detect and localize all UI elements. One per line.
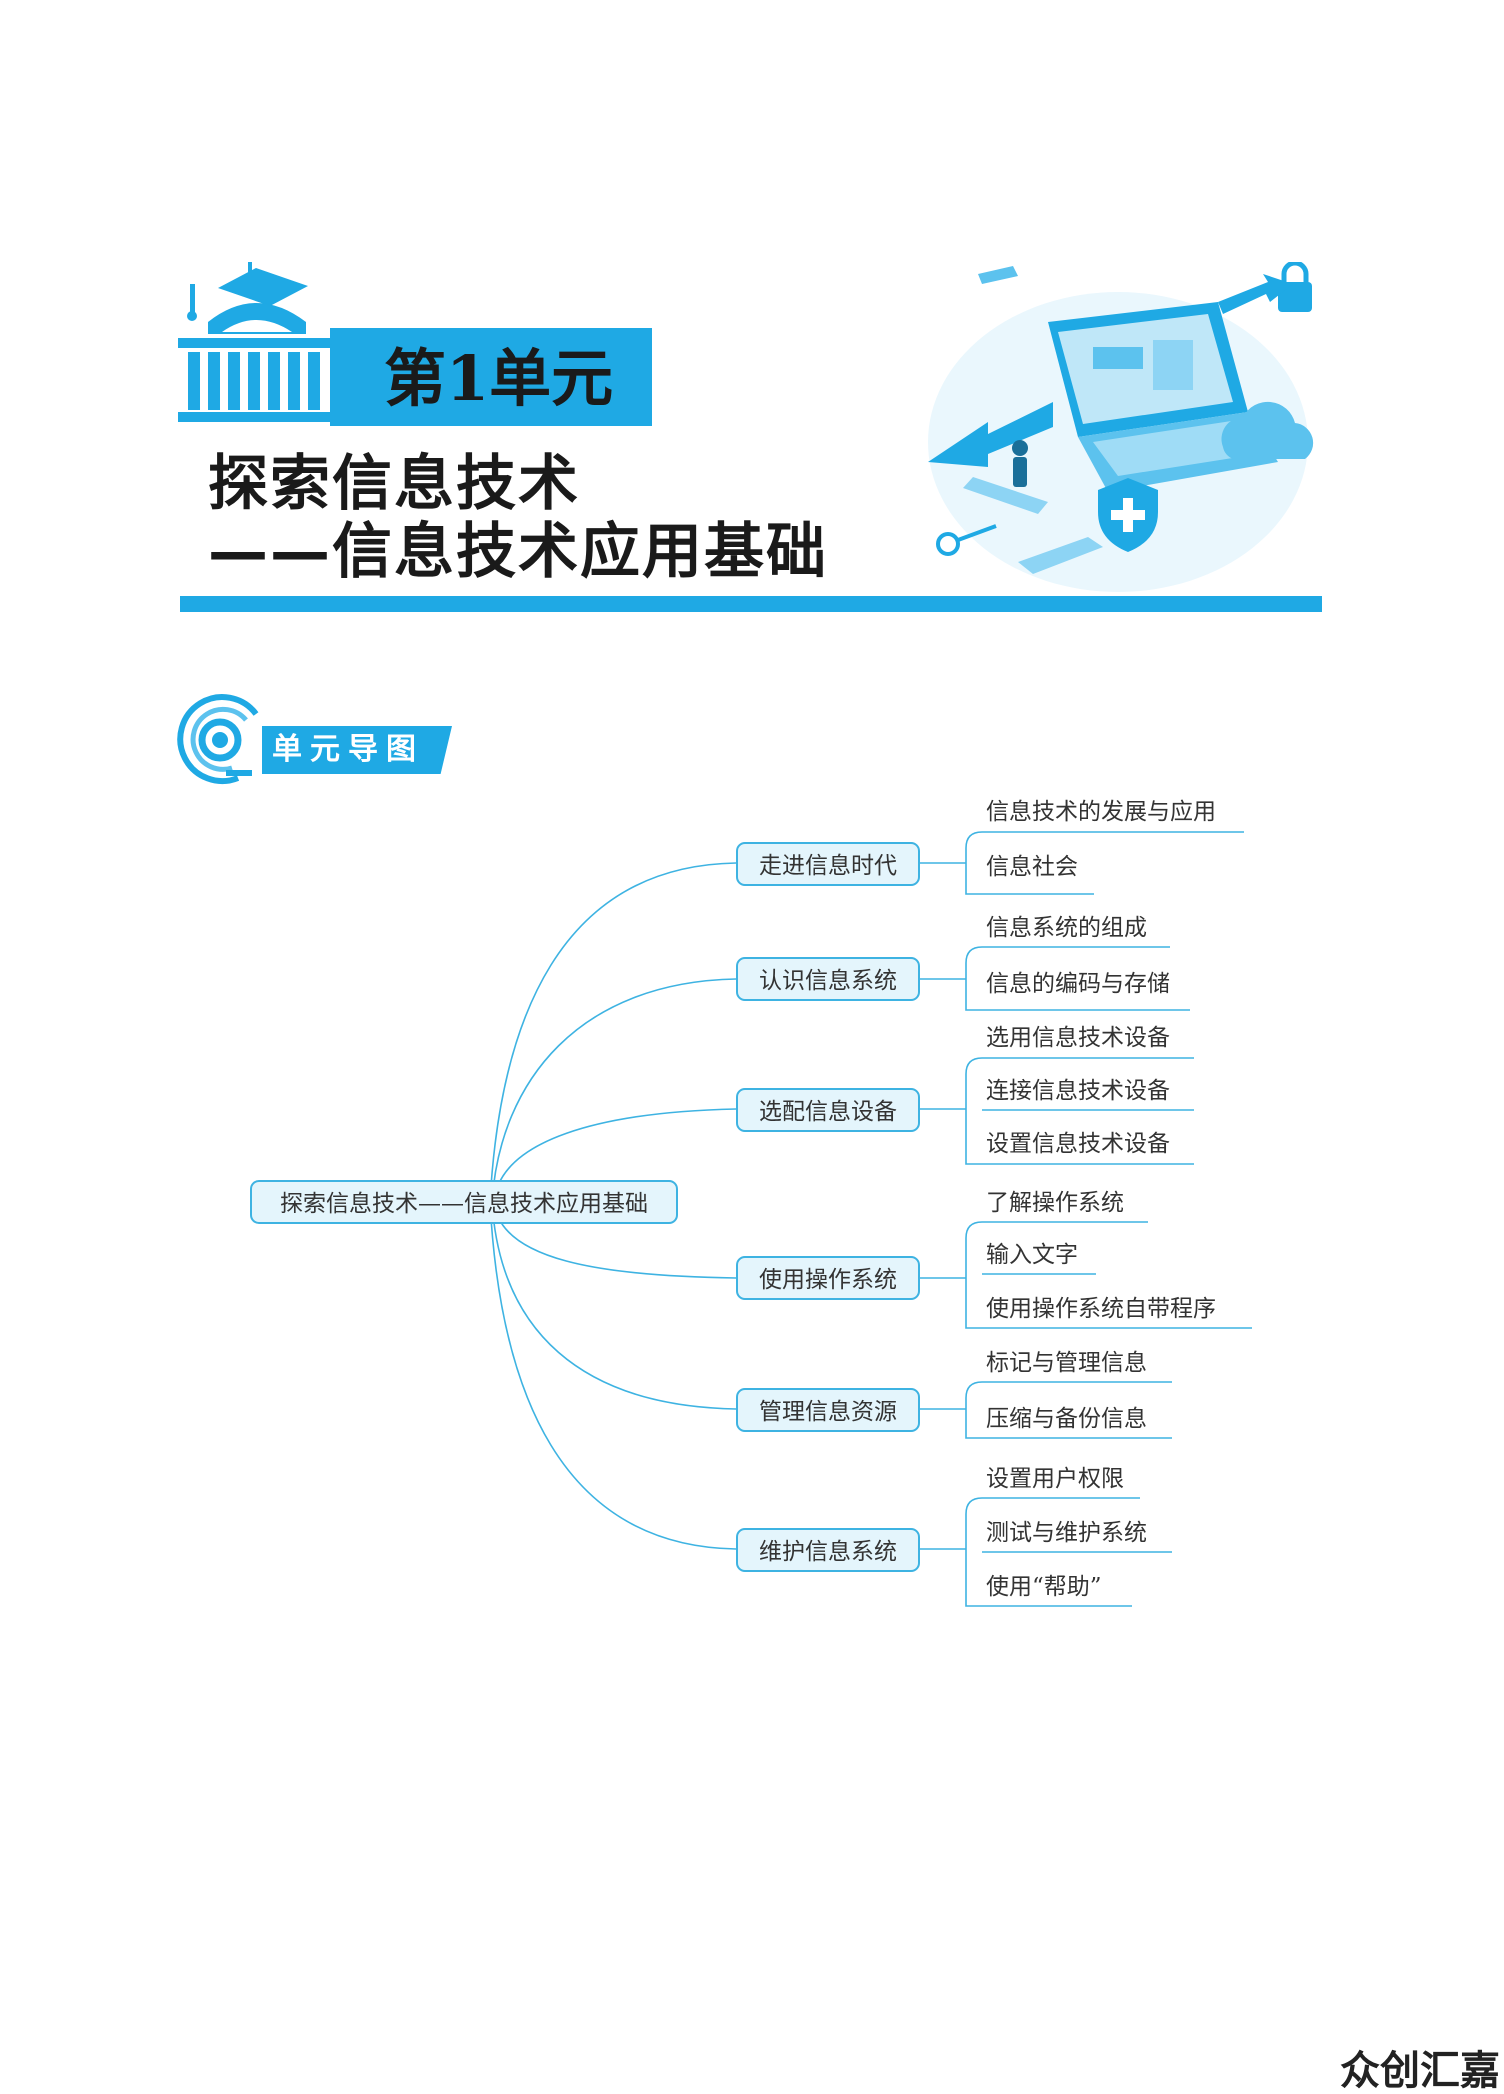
mindmap-root-node: 探索信息技术——信息技术应用基础 — [250, 1180, 678, 1224]
leaf-2-1: 信息系统的组成 — [986, 915, 1147, 941]
section-label: 单元导图 — [272, 732, 424, 767]
leaf-bracket-1 — [920, 831, 983, 895]
leaf-3-2: 连接信息技术设备 — [986, 1078, 1170, 1104]
leaf-bracket-3 — [920, 1057, 983, 1165]
section-banner — [262, 726, 452, 774]
building-icon — [178, 262, 334, 422]
section-emblem-icon — [177, 694, 259, 785]
leaf-bracket-4 — [920, 1221, 983, 1329]
leaf-bracket-5 — [920, 1381, 983, 1439]
unit-title-line-1: 探索信息技术 — [208, 449, 580, 519]
connector-root-6 — [489, 1201, 737, 1550]
leaf-bracket-2 — [920, 946, 983, 1011]
leaf-3-3: 设置信息技术设备 — [986, 1131, 1170, 1157]
leaf-4-3: 使用操作系统自带程序 — [986, 1296, 1216, 1322]
leaf-1-1: 信息技术的发展与应用 — [986, 799, 1216, 825]
leaf-3-1: 选用信息技术设备 — [986, 1025, 1170, 1051]
leaf-6-2: 测试与维护系统 — [986, 1520, 1147, 1546]
header-rule — [180, 596, 1322, 612]
branch-node-5: 管理信息资源 — [736, 1388, 920, 1432]
connector-root-2 — [491, 978, 737, 1203]
leaf-2-2: 信息的编码与存储 — [986, 971, 1170, 997]
watermark: 众创汇嘉 — [1340, 2048, 1500, 2094]
branch-node-6: 维护信息系统 — [736, 1528, 920, 1572]
connector-root-1 — [489, 862, 737, 1203]
branch-node-1: 走进信息时代 — [736, 842, 920, 886]
unit-title-line-2: ——信息技术应用基础 — [208, 517, 828, 587]
leaf-5-2: 压缩与备份信息 — [986, 1406, 1147, 1432]
connector-root-3 — [493, 1108, 737, 1203]
leaf-4-2: 输入文字 — [986, 1242, 1078, 1268]
unit-banner — [330, 328, 652, 426]
tech-illustration — [928, 262, 1314, 592]
leaf-6-1: 设置用户权限 — [986, 1466, 1124, 1492]
leaf-4-1: 了解操作系统 — [986, 1190, 1124, 1216]
connector-root-5 — [491, 1201, 737, 1410]
leaf-bracket-6 — [920, 1497, 983, 1607]
branch-node-4: 使用操作系统 — [736, 1256, 920, 1300]
leaf-6-3: 使用“帮助” — [986, 1574, 1102, 1600]
unit-label: 第1单元 — [384, 342, 614, 415]
branch-node-2: 认识信息系统 — [736, 957, 920, 1001]
branch-node-3: 选配信息设备 — [736, 1088, 920, 1132]
leaf-5-1: 标记与管理信息 — [986, 1350, 1147, 1376]
leaf-1-2: 信息社会 — [986, 854, 1078, 880]
